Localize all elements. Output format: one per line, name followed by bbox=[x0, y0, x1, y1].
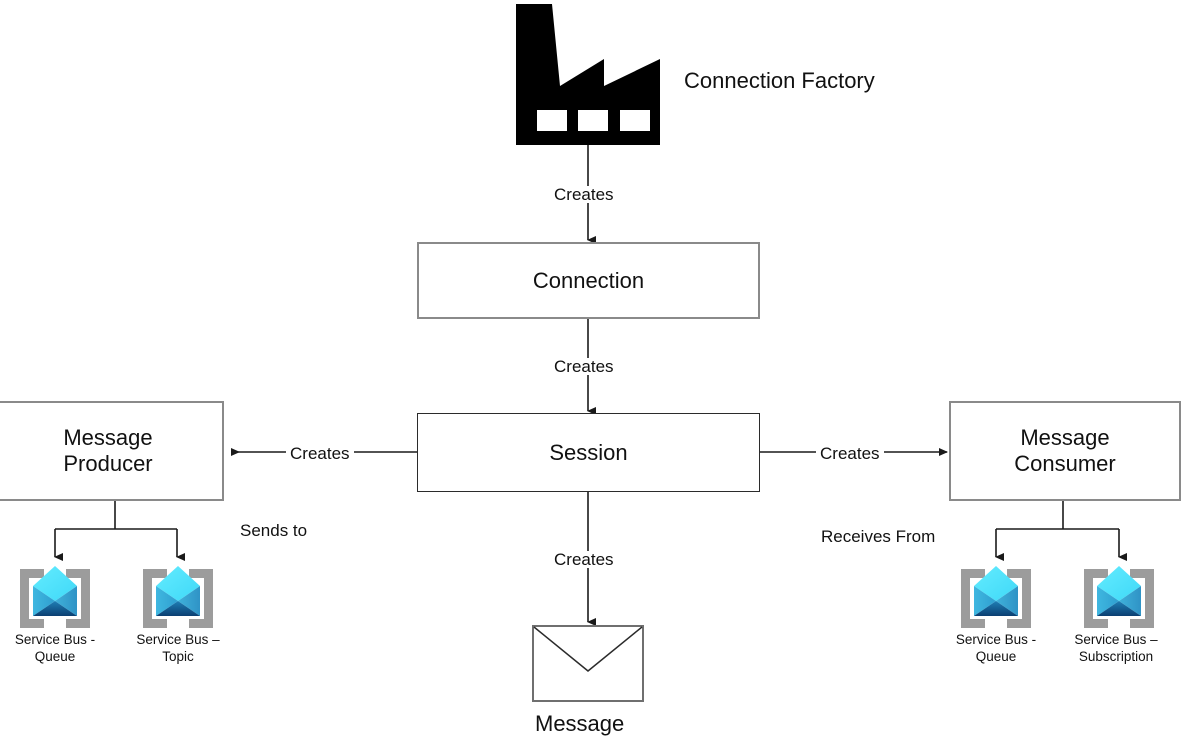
node-connection[interactable]: Connection bbox=[417, 242, 760, 319]
node-message-producer[interactable]: Message Producer bbox=[0, 401, 224, 501]
node-message-consumer-label: Message Consumer bbox=[1014, 425, 1116, 476]
service-bus-subscription-icon bbox=[1084, 566, 1154, 628]
edge-label-connection-session: Creates bbox=[550, 358, 618, 375]
caption-service-bus-queue-consumer: Service Bus - Queue bbox=[955, 632, 1037, 664]
edge-label-session-message: Creates bbox=[550, 551, 618, 568]
envelope-icon bbox=[532, 625, 644, 702]
service-bus-topic-icon bbox=[143, 566, 213, 628]
edge-label-producer-targets: Sends to bbox=[240, 521, 308, 540]
caption-service-bus-queue-producer: Service Bus - Queue bbox=[14, 632, 96, 664]
node-session[interactable]: Session bbox=[417, 413, 760, 492]
edge-label-factory-connection: Creates bbox=[550, 186, 618, 203]
node-connection-factory-label: Connection Factory bbox=[684, 68, 875, 93]
edge-label-session-consumer: Creates bbox=[816, 445, 884, 462]
node-connection-label: Connection bbox=[532, 267, 645, 293]
node-session-label: Session bbox=[549, 439, 628, 465]
caption-service-bus-subscription: Service Bus – Subscription bbox=[1074, 632, 1158, 664]
edge-label-consumer-targets: Receives From bbox=[821, 527, 936, 546]
caption-service-bus-topic: Service Bus – Topic bbox=[136, 632, 220, 664]
service-bus-queue-icon-consumer bbox=[961, 566, 1031, 628]
node-message-label: Message bbox=[535, 711, 625, 736]
factory-icon bbox=[516, 4, 660, 145]
service-bus-queue-icon bbox=[20, 566, 90, 628]
edge-label-session-producer: Creates bbox=[286, 445, 354, 462]
node-message-consumer[interactable]: Message Consumer bbox=[949, 401, 1181, 501]
node-message-producer-label: Message Producer bbox=[63, 425, 153, 476]
